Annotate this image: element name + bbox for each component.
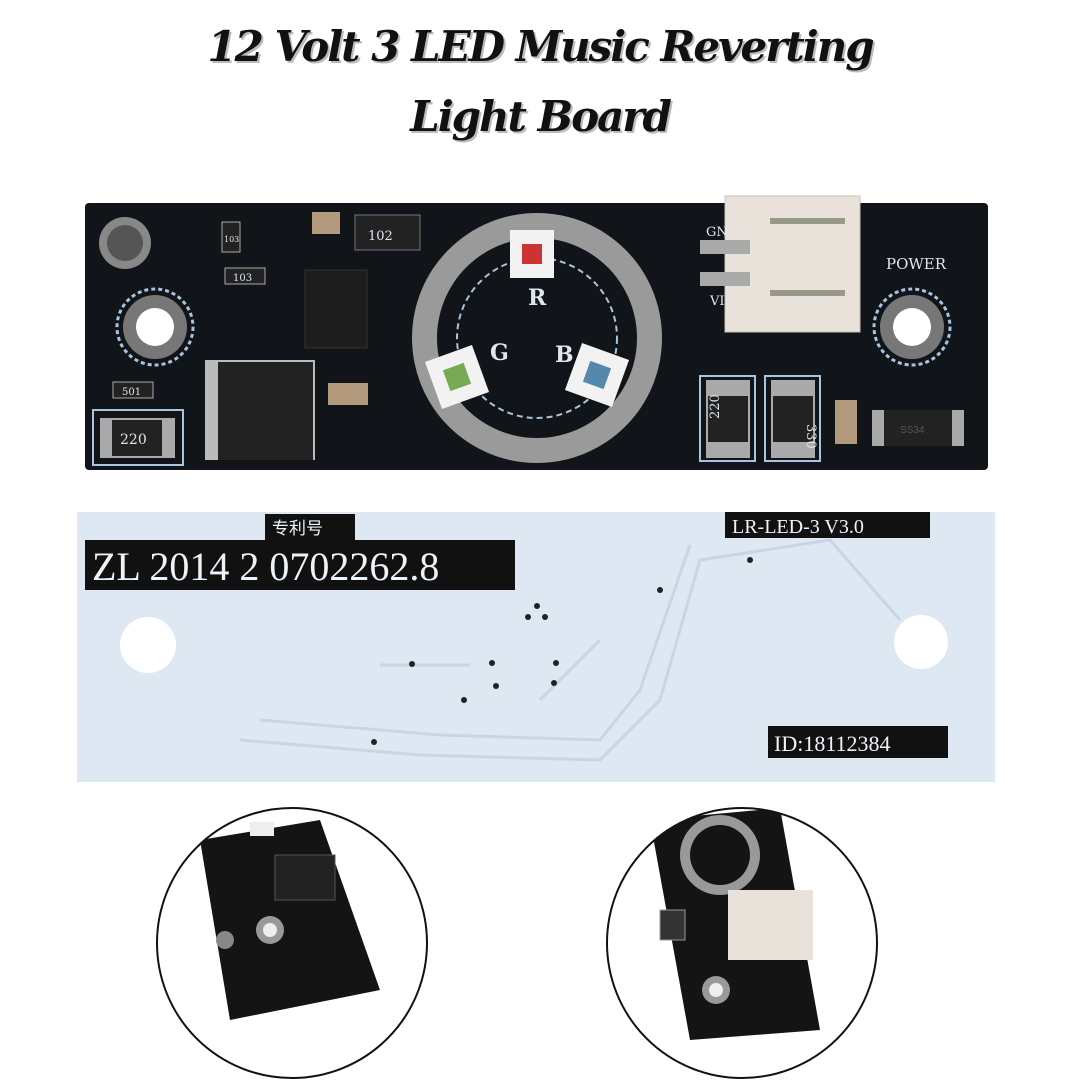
title-line-1: 12 Volt 3 LED Music Reverting: [207, 22, 874, 71]
patent-label: 专利号: [272, 519, 323, 539]
led-label-b: B: [555, 342, 574, 368]
resistor-code-330: 330: [803, 424, 818, 449]
led-label-r: R: [528, 285, 547, 311]
resistor-code-102: 102: [368, 229, 393, 244]
inset-photo-left: [156, 807, 428, 1079]
inset-photo-right: [606, 807, 878, 1079]
resistor-code-103b: 103: [224, 235, 239, 244]
led-label-g: G: [490, 340, 509, 366]
diode-code: SS34: [900, 425, 925, 436]
diode: [884, 410, 952, 446]
front-board: R G B 102 220 220 330 501 103 103: [85, 195, 988, 470]
board-id: ID:18112384: [774, 731, 891, 756]
patent-number: ZL 2014 2 0702262.8: [92, 544, 439, 589]
regulator-chip: [218, 362, 313, 460]
mount-hole-left: [115, 287, 195, 367]
title-line-2: Light Board: [410, 92, 672, 141]
model-label: LR-LED-3 V3.0: [732, 516, 864, 538]
resistor-code-103a: 103: [233, 273, 252, 284]
back-board: 专利号 ZL 2014 2 0702262.8 LR-LED-3 V3.0 ID…: [77, 512, 995, 782]
resistor-code-220-left: 220: [120, 432, 147, 448]
back-mount-hole-left: [120, 617, 176, 673]
resistor-code-501: 501: [122, 387, 141, 398]
mount-hole-right: [872, 287, 952, 367]
back-mount-hole-right: [894, 615, 948, 669]
power-connector: [724, 195, 861, 333]
vin-label: VIN: [709, 294, 736, 309]
gnd-label: GND: [706, 225, 738, 240]
power-label: POWER: [886, 255, 947, 273]
resistor-code-220-right: 220: [708, 394, 723, 419]
